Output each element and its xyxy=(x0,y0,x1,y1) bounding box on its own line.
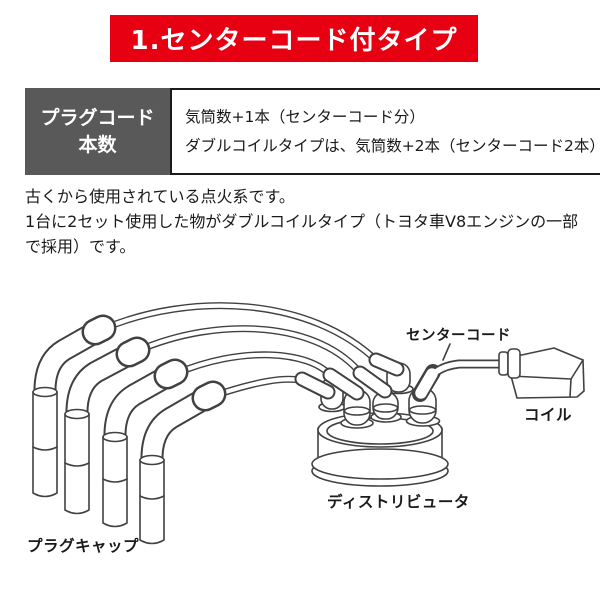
coil-connector-ring xyxy=(498,351,509,376)
coil-connector-ring xyxy=(507,348,521,379)
ignition-parts-diagram: センターコード コイル ディストリビュータ プラグキャップ xyxy=(27,302,585,555)
plug-cap-label: プラグキャップ xyxy=(27,536,139,555)
spec-table: プラグコード 本数 気筒数+1本（センターコード分） ダブルコイルタイプは、気筒… xyxy=(25,88,600,175)
description: 古くから使用されている点火系です。 1台に2セット使用した物がダブルコイルタイプ… xyxy=(25,184,583,259)
section-banner: 1.センターコード付タイプ xyxy=(110,15,478,62)
spec-header-cell: プラグコード 本数 xyxy=(25,88,170,175)
coil-illustration xyxy=(498,347,585,399)
spec-value-line1: 気筒数+1本（センターコード分） xyxy=(185,107,425,126)
plug-wires xyxy=(99,302,405,401)
plug-caps xyxy=(32,314,227,545)
plug-cap-3 xyxy=(102,358,189,528)
spec-header-line1: プラグコード xyxy=(40,106,155,129)
banner-title: 1.センターコード付タイプ xyxy=(130,26,458,56)
center-cord-illustration xyxy=(412,359,505,402)
plug-cap-2 xyxy=(64,336,151,515)
center-cord-pointer-line xyxy=(442,343,451,361)
center-cord-label: センターコード xyxy=(406,327,511,344)
plug-cap-1 xyxy=(32,314,117,498)
spec-value-line2: ダブルコイルタイプは、気筒数+2本（センターコード2本） xyxy=(185,136,600,155)
distributor-label: ディストリビュータ xyxy=(327,492,470,511)
spec-value-cell: 気筒数+1本（センターコード分） ダブルコイルタイプは、気筒数+2本（センターコ… xyxy=(170,88,600,175)
plug-cap-4 xyxy=(139,380,227,545)
description-line2: 1台に2セット使用した物がダブルコイルタイプ（トヨタ車V8エンジンの一部で採用）… xyxy=(25,212,579,256)
coil-label: コイル xyxy=(524,406,572,424)
description-line1: 古くから使用されている点火系です。 xyxy=(25,187,295,206)
spec-header-line2: 本数 xyxy=(78,133,117,156)
